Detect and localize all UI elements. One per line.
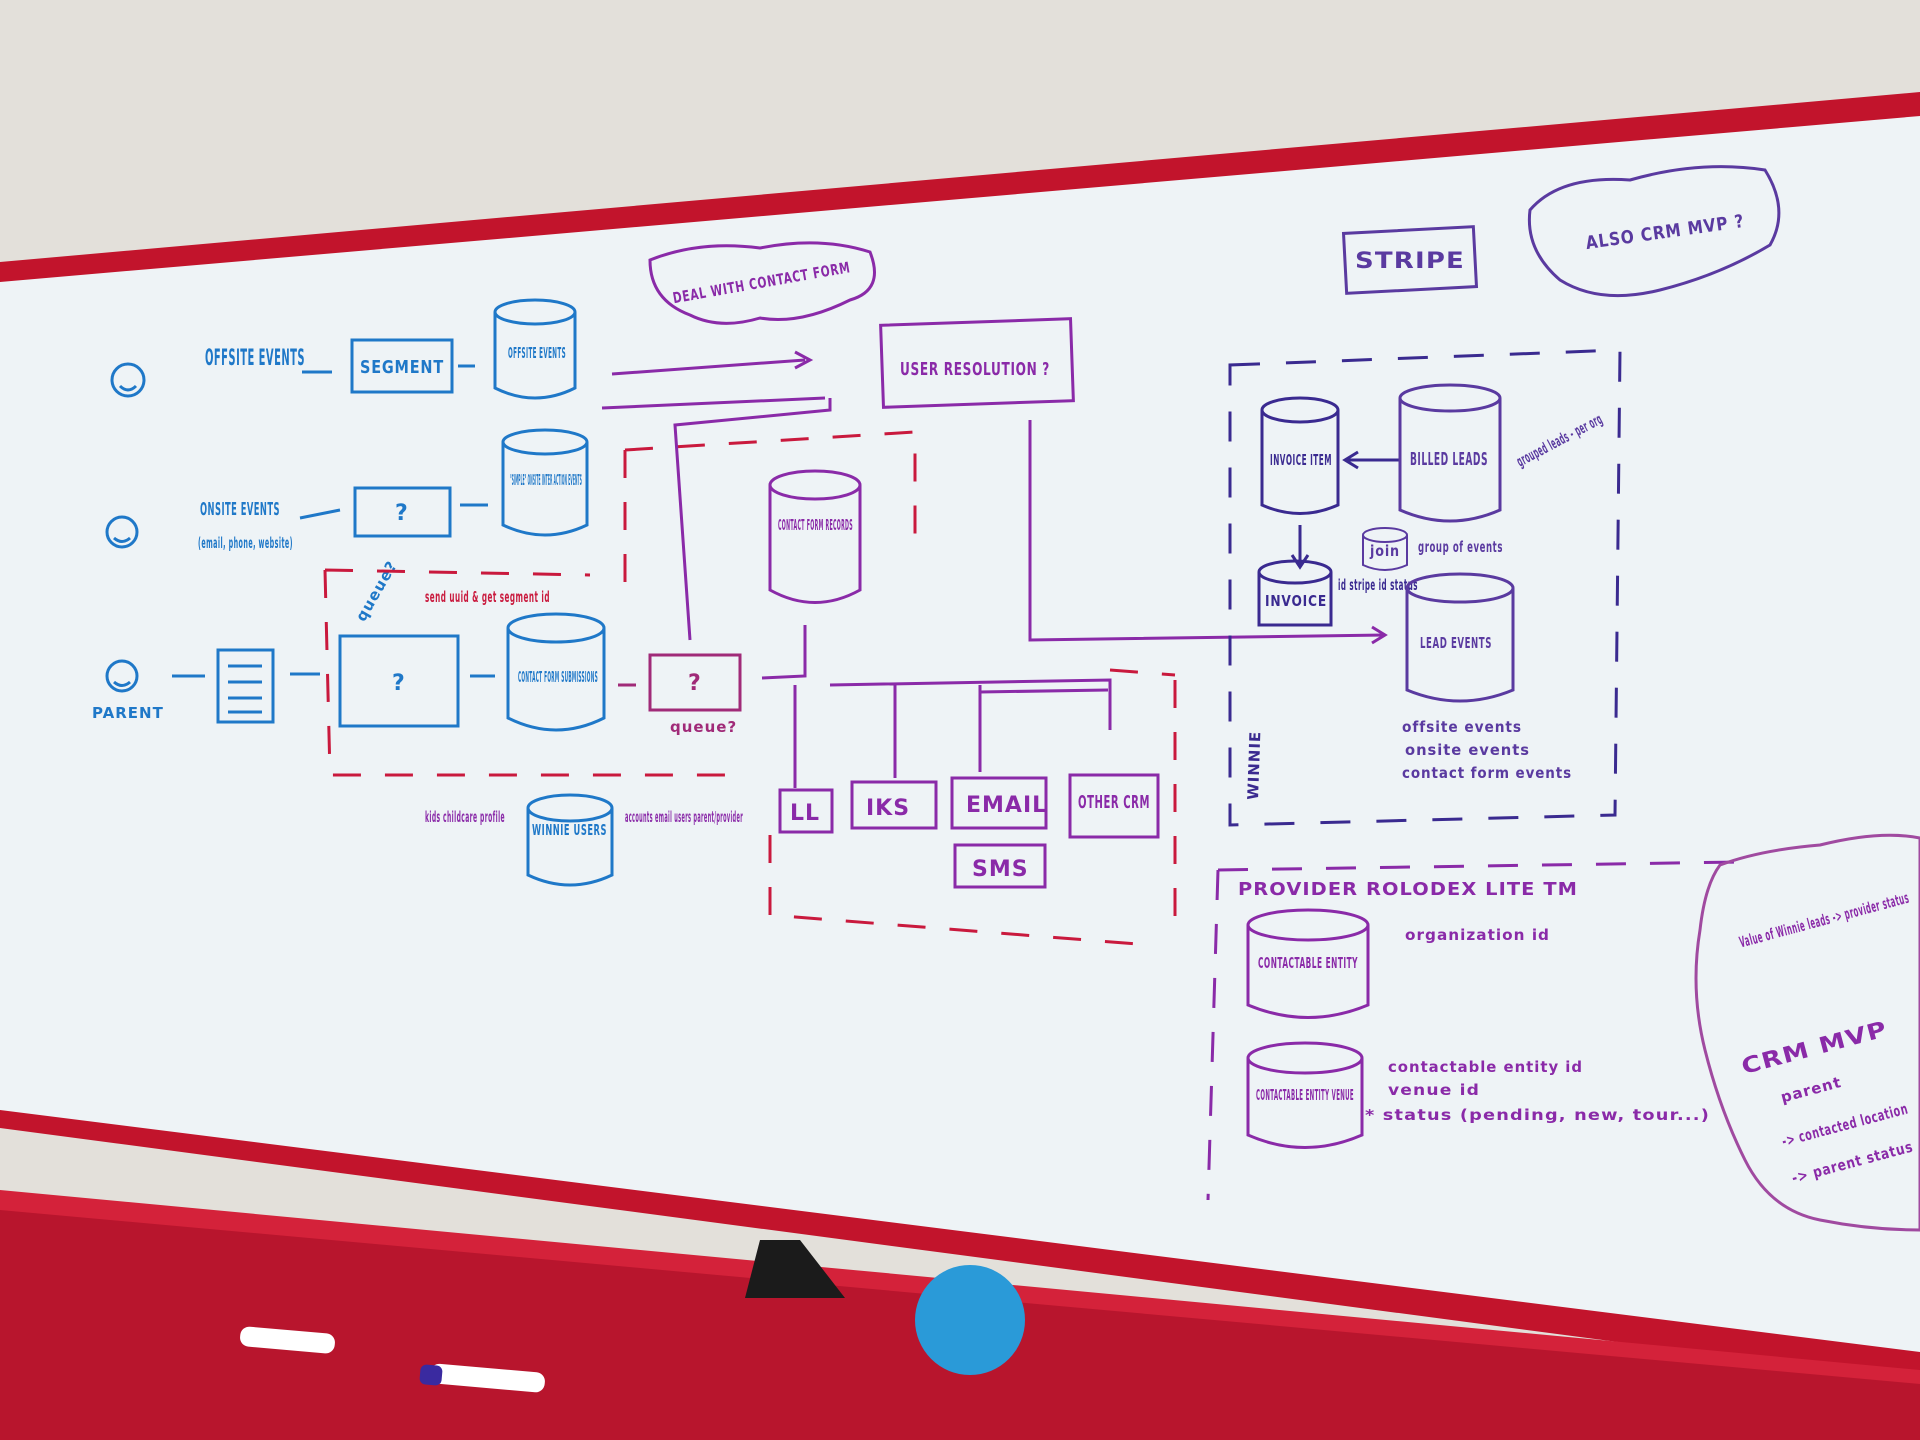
invoice-item-db bbox=[1260, 396, 1340, 515]
onsite-events-label: ONSITE EVENTS bbox=[200, 499, 280, 520]
onsite-question: ? bbox=[395, 501, 409, 526]
billed-leads-db bbox=[1398, 383, 1502, 523]
parent-question-box bbox=[338, 634, 460, 728]
smiley-onsite bbox=[105, 515, 139, 549]
kids-note: kids childcare profile bbox=[425, 808, 505, 826]
invoice-item-label: INVOICE ITEM bbox=[1270, 451, 1332, 469]
onsite-detail: (email, phone, website) bbox=[198, 534, 293, 552]
contact-form-records-label: CONTACT FORM RECORDS bbox=[778, 516, 853, 534]
sms-box bbox=[953, 843, 1047, 889]
lead-events-item-3: contact form events bbox=[1402, 764, 1572, 782]
stripe-label: STRIPE bbox=[1355, 249, 1465, 274]
offsite-events-db bbox=[493, 298, 577, 400]
queue-question: ? bbox=[688, 671, 702, 696]
blue-duster bbox=[915, 1265, 1025, 1375]
iks-box bbox=[850, 780, 938, 830]
sms-label: SMS bbox=[972, 857, 1029, 882]
contactable-entity-venue-db bbox=[1246, 1041, 1364, 1149]
onsite-question-box bbox=[353, 486, 452, 538]
offsite-events-db-label: OFFSITE EVENTS bbox=[508, 344, 566, 362]
user-resolution-box bbox=[879, 317, 1075, 409]
send-uuid-note: send uuid & get segment id bbox=[425, 588, 550, 606]
contactable-entity-db bbox=[1246, 908, 1370, 1019]
stripe-box bbox=[1341, 225, 1479, 295]
marker-cap bbox=[419, 1364, 443, 1386]
form-icon bbox=[216, 648, 275, 724]
billed-leads-label: BILLED LEADS bbox=[1410, 449, 1488, 470]
deal-cloud bbox=[648, 241, 876, 325]
join-db bbox=[1362, 527, 1408, 571]
email-label: EMAIL bbox=[966, 793, 1047, 818]
other-crm-label: OTHER CRM bbox=[1078, 792, 1150, 813]
board-surface bbox=[0, 116, 1920, 1352]
iks-label: IKS bbox=[866, 796, 910, 821]
rolodex-title: PROVIDER ROLODEX LITE TM bbox=[1238, 879, 1578, 900]
dashed-region-middle bbox=[768, 668, 1177, 947]
invoice-note: id stripe id status bbox=[1338, 576, 1418, 594]
venue-field-3: * status (pending, new, tour...) bbox=[1365, 1106, 1710, 1124]
contactable-entity-venue-label: CONTACTABLE ENTITY VENUE bbox=[1256, 1086, 1354, 1104]
marker bbox=[240, 1326, 335, 1354]
lead-events-item-1: offsite events bbox=[1402, 718, 1522, 736]
email-box bbox=[950, 776, 1048, 830]
lead-events-item-2: onsite events bbox=[1405, 741, 1530, 759]
queue2-note: queue? bbox=[670, 718, 737, 736]
queue-question-box bbox=[648, 653, 742, 712]
marker bbox=[430, 1363, 545, 1393]
segment-label: SEGMENT bbox=[360, 357, 444, 378]
lead-events-label: LEAD EVENTS bbox=[1420, 634, 1492, 652]
simple-onsite-db bbox=[501, 428, 589, 537]
contactable-entity-label: CONTACTABLE ENTITY bbox=[1258, 954, 1358, 972]
other-crm-box bbox=[1068, 773, 1160, 839]
winnie-users-label: WINNIE USERS bbox=[532, 821, 607, 839]
board-stand-clip bbox=[745, 1240, 845, 1298]
ll-box bbox=[778, 788, 834, 834]
segment-box bbox=[350, 338, 454, 394]
lead-events-db bbox=[1405, 572, 1515, 703]
winnie-users-db bbox=[526, 793, 614, 887]
dashed-region-rolodex bbox=[1206, 860, 1741, 1201]
group-events-note: group of events bbox=[1418, 538, 1503, 556]
ll-label: LL bbox=[790, 801, 820, 826]
contact-form-records-db bbox=[768, 469, 862, 604]
venue-field-2: venue id bbox=[1388, 1081, 1480, 1099]
org-id-note: organization id bbox=[1405, 926, 1550, 944]
smiley-offsite bbox=[110, 362, 146, 398]
user-resolution-label: USER RESOLUTION ? bbox=[900, 359, 1050, 380]
simple-onsite-db-label: "SIMPLE" ONSITE INTER ACTION EVENTS bbox=[510, 471, 582, 489]
smiley-parent bbox=[105, 659, 139, 693]
parent-question: ? bbox=[392, 671, 406, 696]
accounts-note: accounts email users parent/provider bbox=[625, 808, 743, 826]
dashed-region-winnie bbox=[1228, 348, 1622, 827]
contact-form-submissions-db bbox=[506, 612, 606, 732]
contact-form-submissions-label: CONTACT FORM SUBMISSIONS bbox=[518, 668, 598, 686]
join-label: join bbox=[1369, 542, 1400, 560]
offsite-events-label: OFFSITE EVENTS bbox=[205, 346, 305, 371]
value-cloud bbox=[1694, 833, 1920, 1232]
parent-label: PARENT bbox=[92, 704, 164, 722]
winnie-label: WINNIE bbox=[1244, 730, 1264, 800]
invoice-label: INVOICE bbox=[1265, 592, 1327, 610]
also-crm-cloud bbox=[1527, 165, 1781, 298]
venue-field-1: contactable entity id bbox=[1388, 1058, 1583, 1076]
invoice-db bbox=[1257, 559, 1333, 627]
